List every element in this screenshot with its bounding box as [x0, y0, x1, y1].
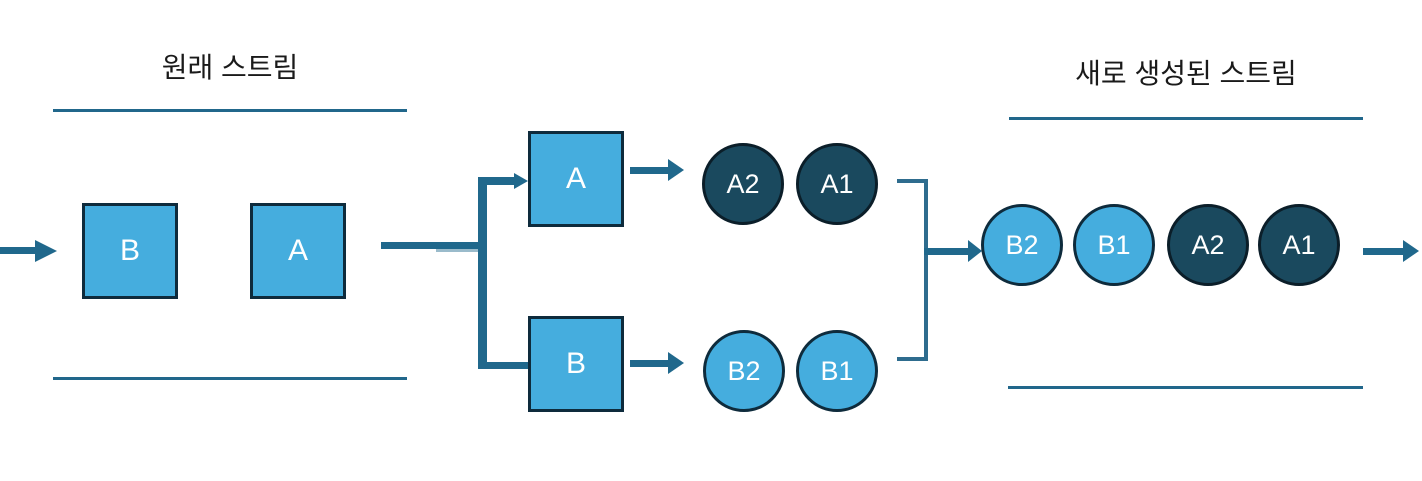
box-a-original: A	[250, 203, 346, 299]
arrow-b-output-shaft	[630, 360, 668, 367]
circle-b1-output-label: B1	[820, 355, 854, 386]
circle-b1-merged-label: B1	[1097, 229, 1131, 260]
circle-a2-merged: A2	[1167, 204, 1249, 286]
circle-b2-output: B2	[703, 330, 785, 412]
box-b-original: B	[82, 203, 178, 299]
merge-bracket-bottom	[897, 357, 928, 361]
outbound-arrow-shaft	[1363, 248, 1403, 255]
split-branch-vertical	[478, 177, 487, 369]
new-stream-title: 새로 생성된 스트림	[1075, 58, 1297, 89]
original-stream-bottom-divider	[53, 377, 407, 380]
circle-b1-merged: B1	[1073, 204, 1155, 286]
box-b-splitter: B	[528, 316, 624, 412]
split-connector-line	[381, 242, 487, 249]
circle-a1-output-label: A1	[820, 168, 854, 199]
merge-bracket-vertical	[924, 179, 928, 361]
circle-a1-output: A1	[796, 143, 878, 225]
inbound-arrow-shaft	[0, 247, 35, 254]
circle-a2-merged-label: A2	[1191, 229, 1225, 260]
arrow-b-output-head	[668, 352, 684, 374]
inbound-arrow-head	[35, 240, 57, 262]
new-stream-top-divider	[1009, 117, 1363, 120]
circle-b2-merged: B2	[981, 204, 1063, 286]
box-a-original-label: A	[287, 234, 308, 267]
box-b-original-label: B	[119, 234, 140, 267]
split-branch-top-arrow-head	[514, 173, 528, 189]
box-a-splitter: A	[528, 131, 624, 227]
circle-a2-output: A2	[702, 143, 784, 225]
circle-a2-output-label: A2	[726, 168, 760, 199]
box-b-splitter-label: B	[565, 347, 586, 380]
circle-b2-output-label: B2	[727, 355, 761, 386]
circle-a1-merged-label: A1	[1282, 229, 1316, 260]
split-connector-overlap	[436, 245, 487, 252]
arrow-a-output-shaft	[630, 167, 668, 174]
circle-a1-merged: A1	[1258, 204, 1340, 286]
new-stream-bottom-divider	[1008, 386, 1363, 389]
merge-arrow-shaft	[924, 248, 968, 255]
merge-bracket-top	[897, 179, 928, 183]
arrow-a-output-head	[668, 159, 684, 181]
box-a-splitter-label: A	[565, 162, 586, 195]
split-branch-bottom-elbow	[478, 362, 528, 369]
outbound-arrow-head	[1403, 240, 1419, 262]
circle-b1-output: B1	[796, 330, 878, 412]
original-stream-top-divider	[53, 109, 407, 112]
merge-arrow-head	[968, 240, 982, 262]
original-stream-title: 원래 스트림	[161, 52, 299, 83]
circle-b2-merged-label: B2	[1005, 229, 1039, 260]
split-branch-top-shaft	[478, 177, 514, 185]
